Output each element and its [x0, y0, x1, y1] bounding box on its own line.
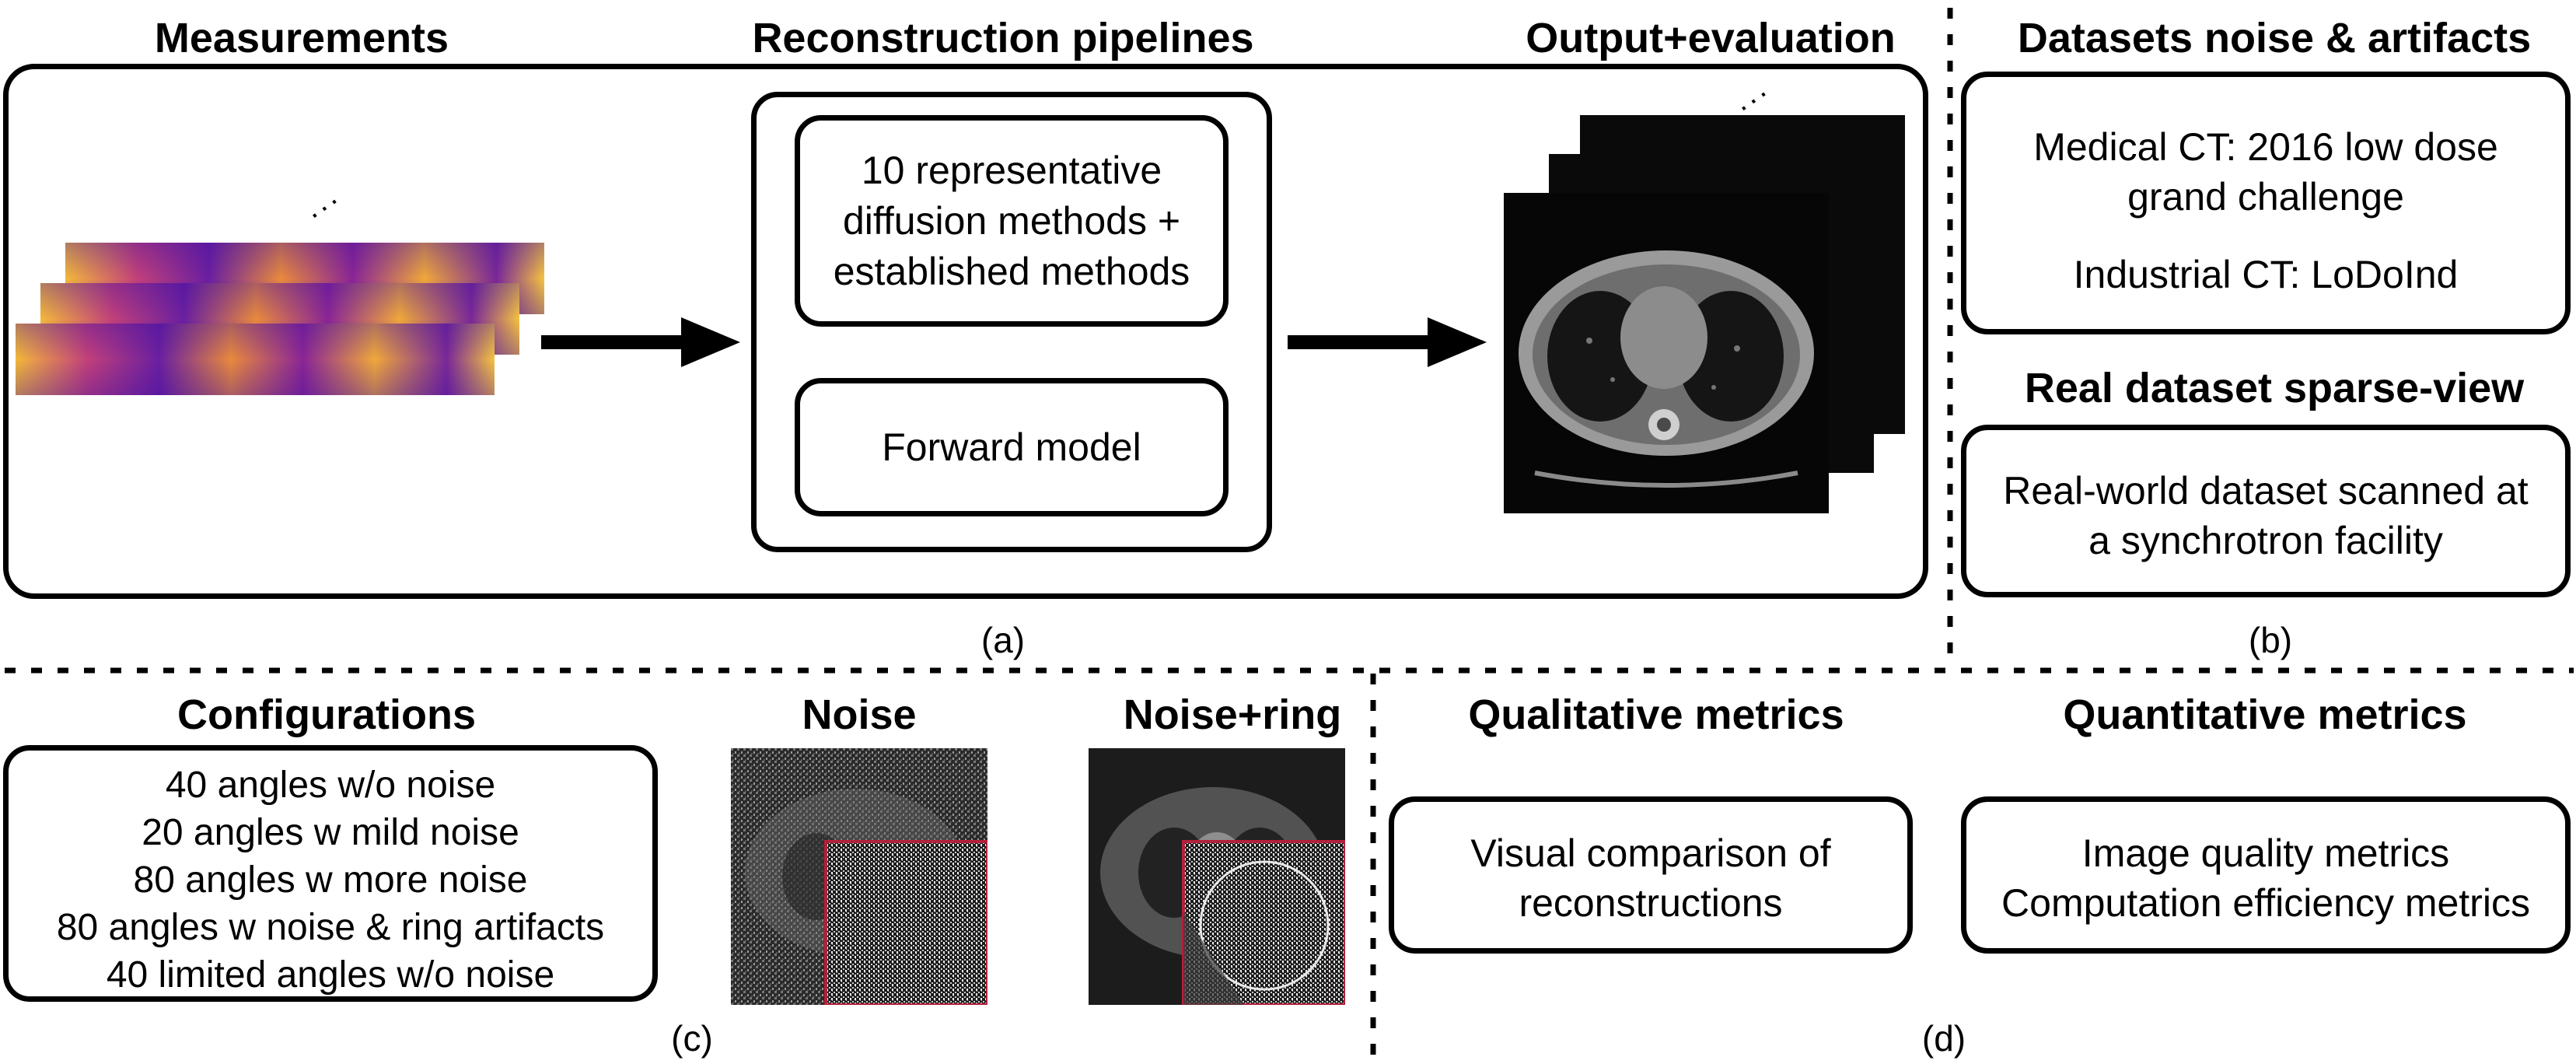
noise-title: Noise: [802, 691, 917, 738]
configuration-item: 20 angles w mild noise: [142, 812, 519, 853]
real-dataset-title: Real dataset sparse-view: [2024, 365, 2525, 411]
quantitative-box: Image quality metrics Computation effici…: [1961, 796, 2571, 954]
methods-line-1: 10 representative: [861, 148, 1162, 192]
configurations-title: Configurations: [177, 691, 476, 738]
datasets-title: Datasets noise & artifacts: [2017, 15, 2532, 61]
real-line-1: Real-world dataset scanned at: [2003, 469, 2529, 513]
quantitative-title: Quantitative metrics: [2063, 691, 2467, 738]
caption-c: (c): [671, 1018, 713, 1059]
forward-model-label: Forward model: [882, 425, 1141, 469]
quantitative-line-1: Image quality metrics: [2081, 831, 2450, 875]
qualitative-title: Qualitative metrics: [1468, 691, 1844, 738]
configuration-item: 40 angles w/o noise: [165, 765, 496, 806]
methods-box: 10 representative diffusion methods + es…: [795, 115, 1229, 327]
configuration-item: 80 angles w noise & ring artifacts: [56, 907, 605, 948]
qualitative-line-1: Visual comparison of: [1470, 831, 1831, 875]
methods-line-3: established methods: [833, 249, 1190, 293]
sinogram-stack: [16, 243, 544, 395]
configuration-item: 40 limited angles w/o noise: [106, 954, 555, 996]
caption-a: (a): [980, 620, 1026, 660]
configurations-box: 40 angles w/o noise 20 angles w mild noi…: [3, 745, 658, 1002]
noise-ring-image: [1089, 748, 1345, 1005]
configuration-item: 80 angles w more noise: [133, 859, 528, 901]
quantitative-line-2: Computation efficiency metrics: [2001, 881, 2530, 925]
medical-line-1: Medical CT: 2016 low dose: [2033, 125, 2498, 169]
real-dataset-box: Real-world dataset scanned at a synchrot…: [1961, 425, 2571, 597]
forward-model-box: Forward model: [795, 378, 1229, 516]
industrial-line: Industrial CT: LoDoInd: [2073, 253, 2459, 296]
ct-slice-front: [1504, 193, 1829, 513]
configurations-list: 40 angles w/o noise 20 angles w mild noi…: [9, 761, 652, 999]
qualitative-box: Visual comparison of reconstructions: [1389, 796, 1913, 954]
measurements-title: Measurements: [154, 15, 449, 61]
noise-image: [731, 748, 987, 1005]
sinogram-front: [16, 324, 495, 395]
qualitative-line-2: reconstructions: [1519, 881, 1783, 925]
arrow-to-output: [1288, 317, 1487, 367]
pipelines-title: Reconstruction pipelines: [752, 15, 1254, 61]
output-title: Output+evaluation: [1526, 15, 1896, 61]
caption-d: (d): [1921, 1018, 1966, 1059]
methods-line-2: diffusion methods +: [842, 198, 1181, 243]
datasets-box: Medical CT: 2016 low dose grand challeng…: [1961, 72, 2571, 334]
medical-line-2: grand challenge: [2127, 175, 2404, 219]
caption-b: (b): [2248, 620, 2293, 660]
arrow-to-pipeline: [541, 317, 740, 367]
real-line-2: a synchrotron facility: [2088, 519, 2443, 562]
noise-ring-title: Noise+ring: [1123, 691, 1342, 738]
